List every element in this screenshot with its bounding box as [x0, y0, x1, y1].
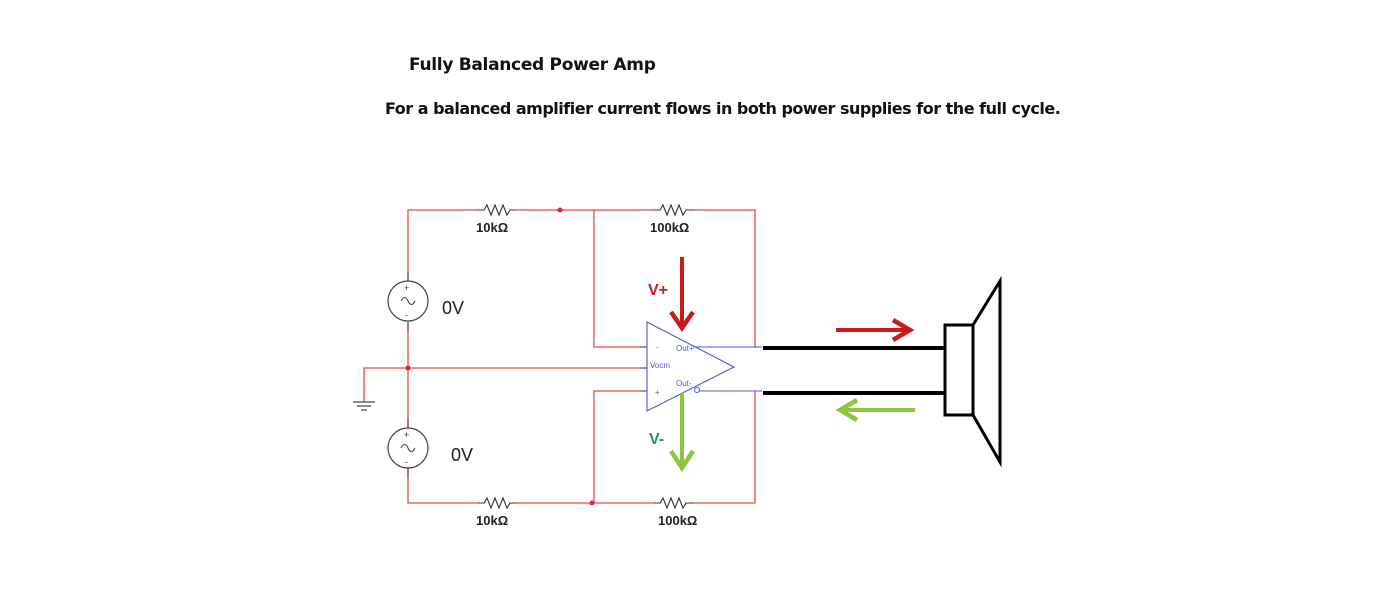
resistor-top-input-label: 10kΩ: [476, 220, 508, 235]
wire-top-right: [694, 209, 756, 348]
resistor-bottom-feedback: [654, 496, 694, 510]
arrow-positive-supply: [669, 257, 695, 332]
amp-out-minus-label: Out-: [676, 379, 692, 388]
label-v-minus: V-: [649, 431, 664, 448]
amp-inverting-label: -: [656, 343, 659, 352]
junction-bottom: [589, 500, 595, 506]
wire-bottom-right: [694, 391, 756, 504]
junction-mid: [405, 365, 411, 371]
wire-vocm: [363, 367, 648, 399]
resistor-bottom-input: [478, 496, 516, 510]
sine-wave-icon: [400, 443, 416, 453]
source-bottom-value: 0V: [451, 445, 473, 465]
amp-noninverting-label: +: [655, 388, 660, 397]
amp-out-plus-label: Out+: [676, 344, 694, 353]
wires: [363, 209, 756, 504]
source-top-minus: -: [405, 310, 408, 320]
arrow-current-from-speaker: [835, 398, 915, 422]
ac-source-bottom: [387, 418, 429, 478]
label-v-plus: V+: [648, 282, 668, 299]
wire-top-inverting: [593, 210, 648, 348]
resistor-bottom-input-label: 10kΩ: [476, 513, 508, 528]
amp-vocm-label: Vocm: [650, 361, 670, 370]
source-top-plus: +: [404, 283, 409, 293]
resistor-top-feedback-label: 100kΩ: [650, 220, 689, 235]
source-top-value: 0V: [442, 298, 464, 318]
fully-differential-amplifier: [640, 321, 762, 412]
source-bottom-minus: -: [405, 457, 408, 467]
page-title: Fully Balanced Power Amp: [409, 55, 656, 75]
arrow-negative-supply: [669, 394, 695, 473]
resistor-top-feedback: [654, 203, 694, 217]
wire-bottom-left: [407, 468, 478, 504]
page-subtitle: For a balanced amplifier current flows i…: [385, 99, 1061, 118]
speaker-icon: [943, 275, 1002, 468]
resistor-top-input: [478, 203, 516, 217]
resistor-bottom-feedback-label: 100kΩ: [658, 513, 697, 528]
arrow-current-to-speaker: [836, 318, 915, 342]
source-bottom-plus: +: [404, 430, 409, 440]
wire-bottom-noninverting: [593, 390, 648, 503]
ground-icon: [353, 399, 375, 411]
wire-top-left: [407, 209, 478, 282]
ac-source-top: [387, 272, 429, 332]
sine-wave-icon: [400, 296, 416, 306]
junction-top: [557, 207, 563, 213]
